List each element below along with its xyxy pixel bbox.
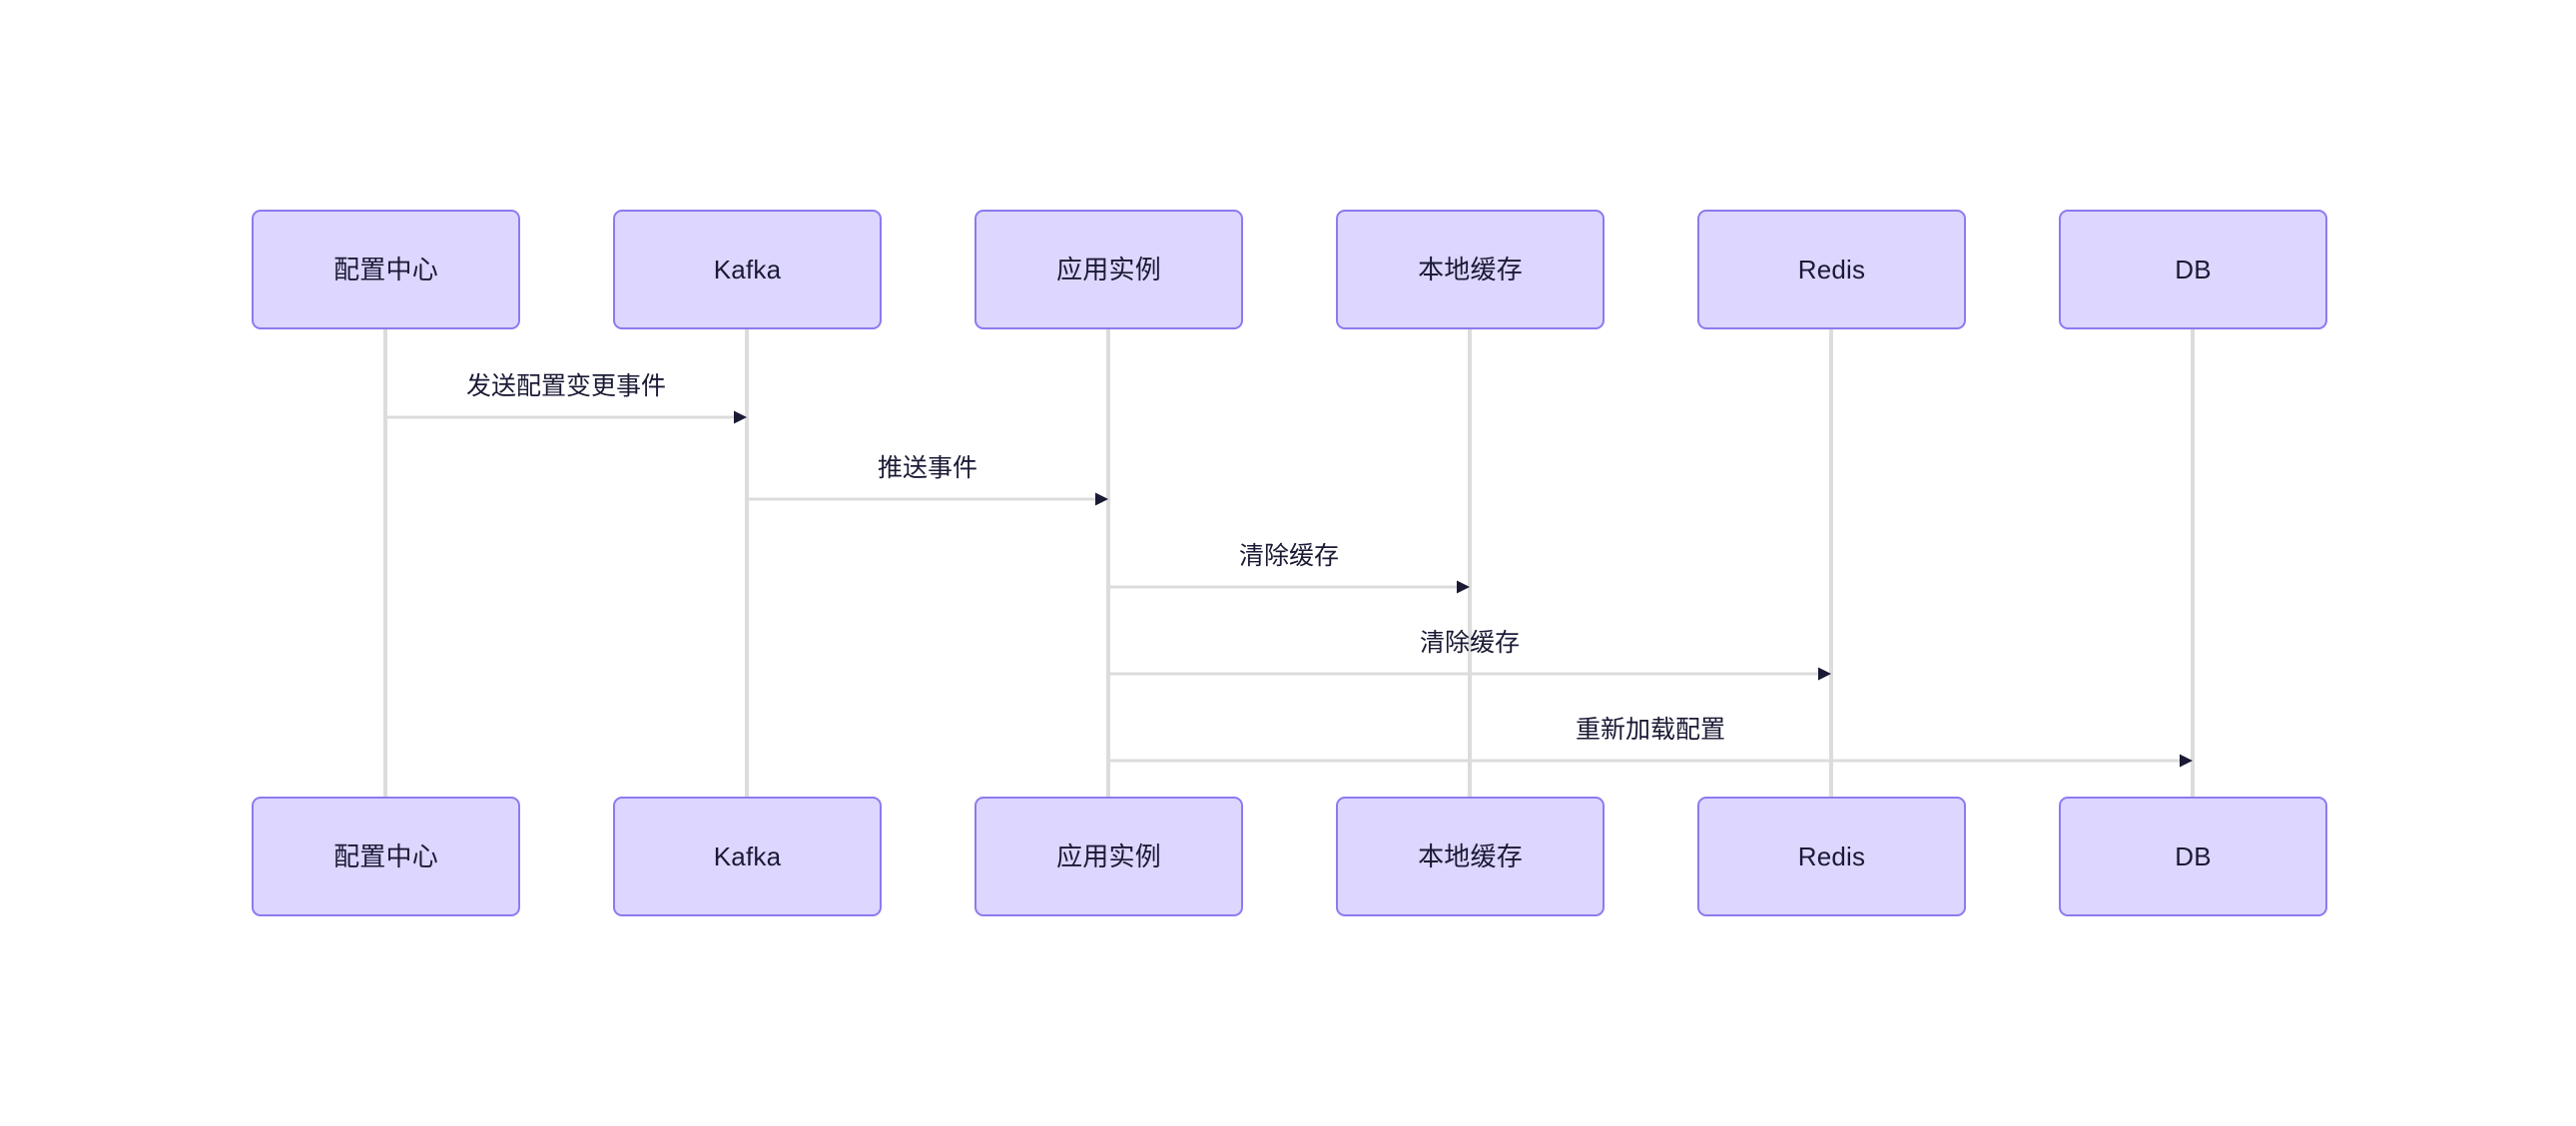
lifelines-group [383, 329, 2195, 797]
participant-label-db: DB [2175, 842, 2212, 871]
participant-label-redis: Redis [1797, 842, 1866, 871]
message-label-msg-5: 重新加载配置 [1575, 716, 1726, 744]
participant-box-kafka-top[interactable]: Kafka [613, 210, 882, 329]
message-label-msg-1: 发送配置变更事件 [465, 372, 667, 400]
participant-box-db-top[interactable]: DB [2059, 210, 2327, 329]
message-label-msg-2: 推送事件 [877, 454, 978, 482]
participant-label-redis: Redis [1797, 255, 1866, 284]
participant-label-app-instance: 应用实例 [1056, 255, 1161, 284]
participant-label-app-instance: 应用实例 [1056, 842, 1161, 871]
participant-label-config-center: 配置中心 [333, 255, 438, 284]
participant-label-local-cache: 本地缓存 [1418, 842, 1523, 871]
participant-box-db-bottom[interactable]: DB [2059, 797, 2327, 916]
participant-label-kafka: Kafka [713, 255, 782, 284]
message-arrows-group [385, 410, 2193, 768]
participant-label-config-center: 配置中心 [333, 842, 438, 871]
participant-label-db: DB [2175, 255, 2212, 284]
participant-label-local-cache: 本地缓存 [1418, 255, 1523, 284]
participant-box-local-cache-top[interactable]: 本地缓存 [1336, 210, 1605, 329]
participant-box-redis-top[interactable]: Redis [1697, 210, 1966, 329]
participant-box-app-instance-bottom[interactable]: 应用实例 [974, 797, 1243, 916]
participant-box-app-instance-top[interactable]: 应用实例 [974, 210, 1243, 329]
participant-box-config-center-bottom[interactable]: 配置中心 [252, 797, 520, 916]
participant-label-kafka: Kafka [713, 842, 782, 871]
participant-box-local-cache-bottom[interactable]: 本地缓存 [1336, 797, 1605, 916]
participant-box-kafka-bottom[interactable]: Kafka [613, 797, 882, 916]
participant-box-redis-bottom[interactable]: Redis [1697, 797, 1966, 916]
participant-box-config-center-top[interactable]: 配置中心 [252, 210, 520, 329]
message-label-msg-4: 清除缓存 [1419, 629, 1521, 657]
message-label-msg-3: 清除缓存 [1238, 542, 1340, 570]
